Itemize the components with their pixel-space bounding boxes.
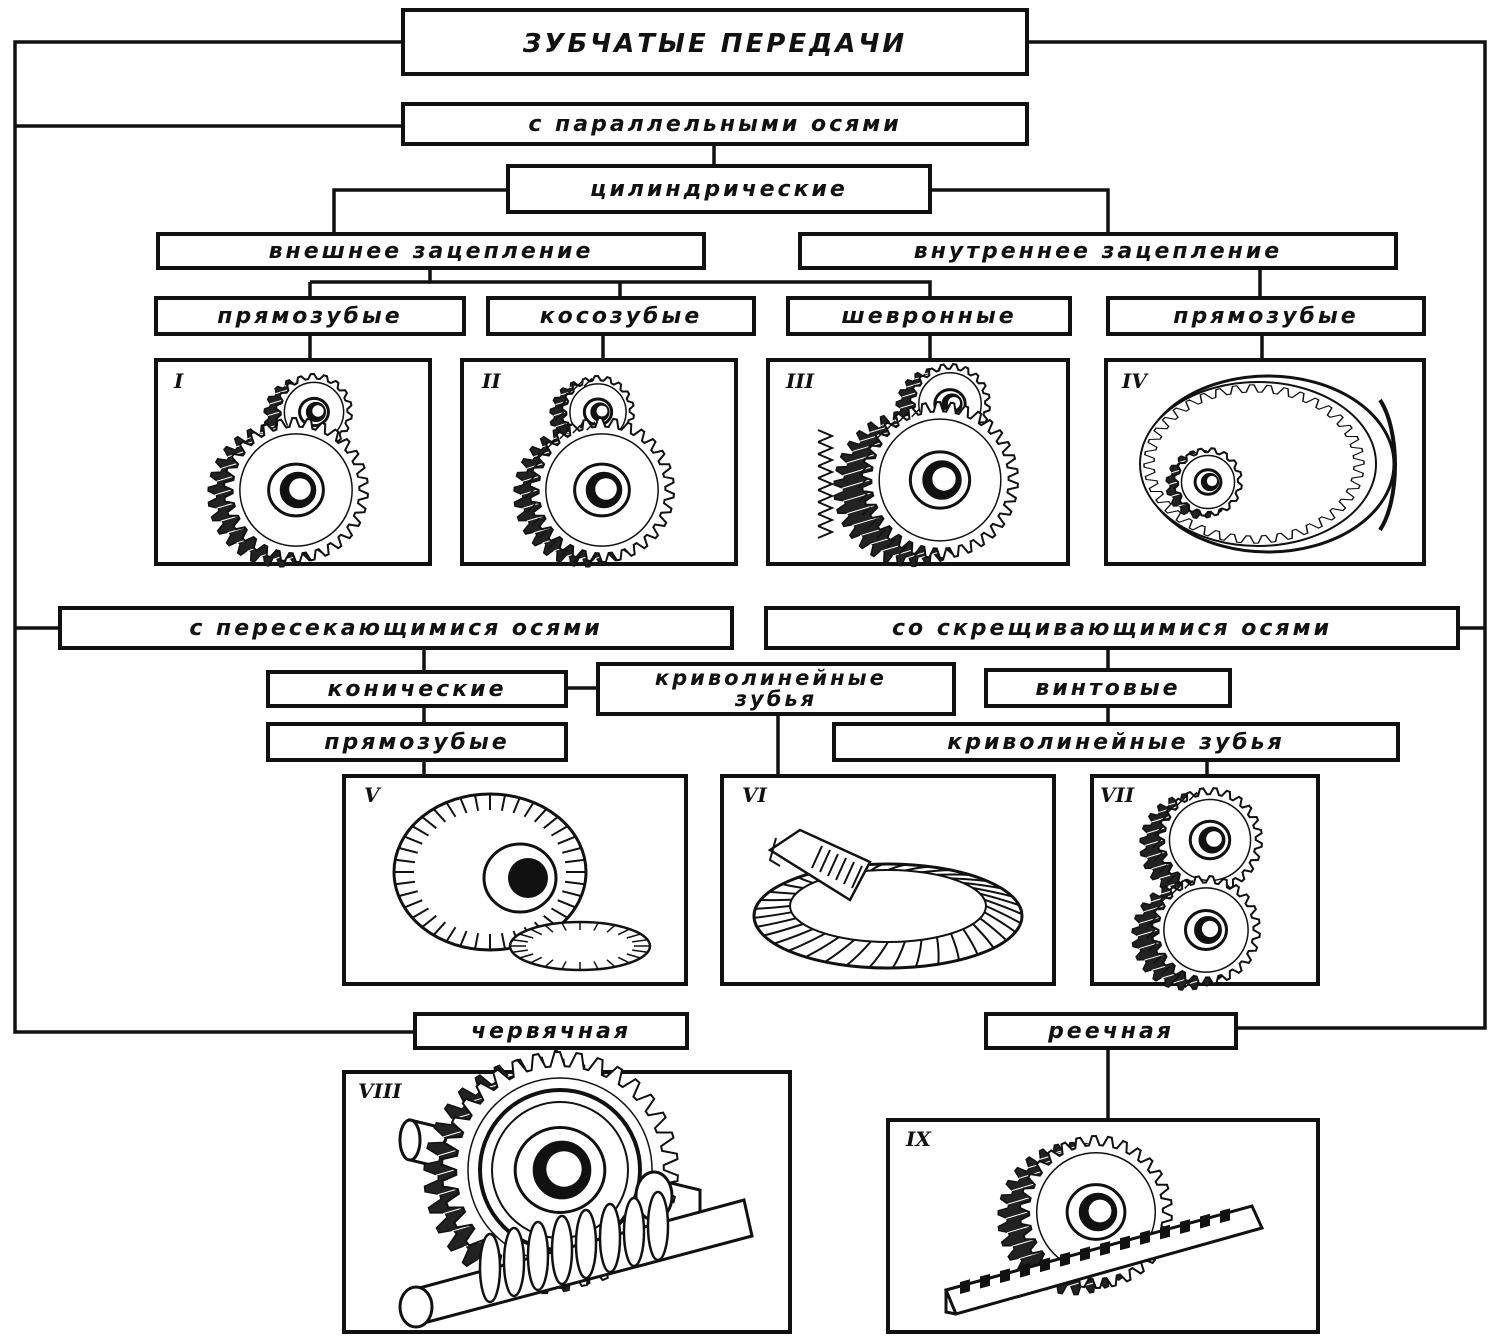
node-spur-bevel: прямозубые (266, 722, 568, 762)
label-cylindrical: цилиндрические (590, 177, 848, 202)
figure-VI: VI (720, 774, 1056, 986)
node-parallel-axes: с параллельными осями (401, 102, 1029, 146)
figure-numeral-II: II (481, 369, 501, 393)
node-helical: косозубые (486, 296, 756, 336)
spur-gear-pair-icon (207, 372, 369, 568)
label-spur-internal: прямозубые (1173, 304, 1358, 329)
label-helical: косозубые (540, 304, 703, 329)
straight-bevel-gear-icon (392, 792, 652, 972)
node-external-mesh: внешнее зацепление (156, 232, 706, 270)
node-herringbone: шевронные (786, 296, 1072, 336)
figure-numeral-IX: IX (905, 1127, 932, 1151)
node-spur-external: прямозубые (154, 296, 466, 336)
crossed-helical-gear-icon (1131, 787, 1263, 991)
label-curved-teeth-bevel: криволинейные зубья (655, 666, 897, 711)
label-rack: реечная (1047, 1019, 1174, 1044)
node-spur-internal: прямозубые (1106, 296, 1426, 336)
figure-III: III (766, 358, 1070, 568)
label-crossing-axes: со скрещивающимися осями (892, 616, 1332, 641)
node-intersecting-axes: с пересекающимися осями (58, 606, 734, 650)
node-rack: реечная (984, 1012, 1238, 1050)
figure-numeral-V: V (364, 783, 382, 807)
node-cylindrical: цилиндрические (506, 164, 932, 214)
figure-numeral-IV: IV (1121, 369, 1149, 393)
label-curved-teeth-screw: криволинейные зубья (947, 730, 1284, 755)
label-herringbone: шевронные (841, 304, 1016, 329)
figure-V: V (342, 774, 688, 986)
label-bevel: конические (328, 677, 507, 702)
label-spur-bevel: прямозубые (324, 730, 509, 755)
figure-numeral-I: I (173, 369, 184, 393)
figure-VII: VII (1090, 774, 1320, 991)
herringbone-gear-pair-icon (817, 363, 1019, 568)
internal-gear-icon (1139, 374, 1397, 554)
figure-IX: IX (886, 1118, 1320, 1334)
connector-lines (13, 40, 1487, 1120)
figure-numeral-VII: VII (1100, 783, 1135, 807)
node-curved-teeth-screw: криволинейные зубья (832, 722, 1400, 762)
helical-gear-pair-icon (513, 374, 675, 568)
label-spur-external: прямозубые (217, 304, 402, 329)
figure-numeral-VI: VI (742, 783, 768, 807)
worm-gear-icon (398, 1050, 754, 1329)
figure-I: I (154, 358, 432, 568)
label-internal-mesh: внутреннее зацепление (914, 239, 1282, 264)
figure-numeral-VIII: VIII (358, 1079, 402, 1103)
node-curved-teeth-bevel: криволинейные зубья (596, 662, 956, 716)
label-intersecting-axes: с пересекающимися осями (189, 616, 602, 641)
label-worm: червячная (471, 1019, 631, 1044)
label-parallel-axes: с параллельными осями (528, 112, 901, 137)
node-worm: червячная (413, 1012, 689, 1050)
figure-numeral-III: III (785, 369, 815, 393)
figure-IV: IV (1104, 358, 1426, 566)
node-crossing-axes: со скрещивающимися осями (764, 606, 1460, 650)
figure-VIII: VIII (342, 1050, 792, 1334)
diagram-title: ЗУБЧАТЫЕ ПЕРЕДАЧИ (522, 29, 907, 59)
node-internal-mesh: внутреннее зацепление (798, 232, 1398, 270)
node-bevel: конические (266, 670, 568, 708)
node-screw: винтовые (984, 668, 1232, 708)
figure-II: II (460, 358, 738, 568)
spiral-bevel-gear-icon (752, 828, 1024, 970)
title-node: ЗУБЧАТЫЕ ПЕРЕДАЧИ (401, 8, 1029, 76)
label-screw: винтовые (1035, 676, 1180, 701)
rack-and-pinion-icon (943, 1134, 1265, 1316)
label-external-mesh: внешнее зацепление (269, 239, 594, 264)
